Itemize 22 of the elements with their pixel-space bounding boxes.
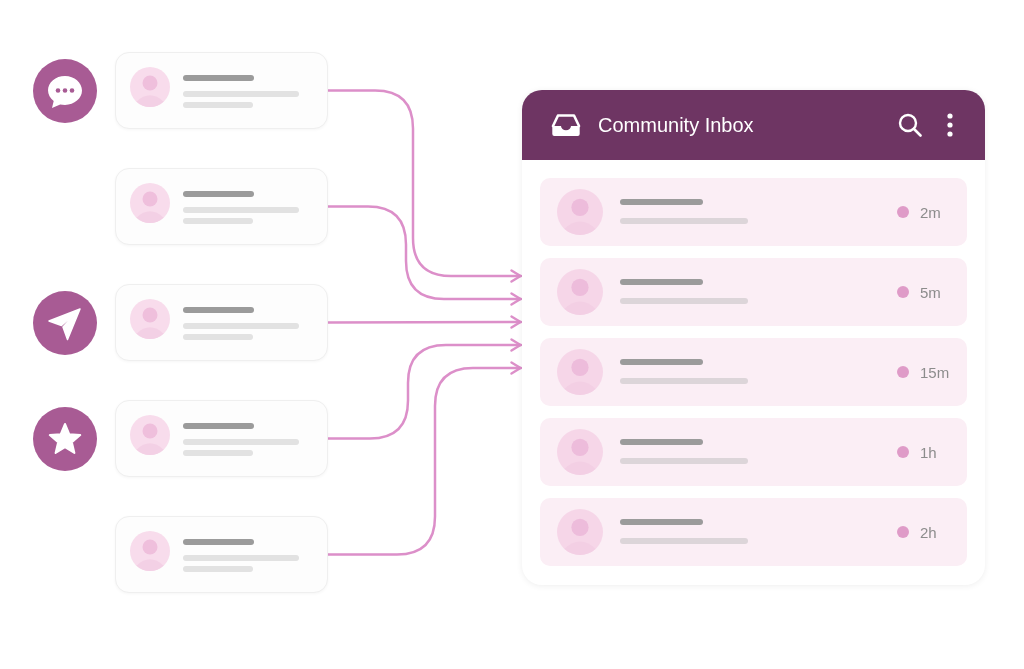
timestamp: 2h	[920, 523, 937, 541]
arrow	[326, 361, 523, 556]
arrow	[326, 205, 523, 306]
message-row	[540, 338, 967, 406]
arrow	[326, 338, 523, 440]
message-card	[115, 284, 328, 361]
message-row	[540, 418, 967, 486]
message-card	[115, 168, 328, 245]
message-card	[115, 400, 328, 477]
arrow	[326, 315, 523, 329]
message-row	[540, 258, 967, 326]
timestamp: 5m	[920, 283, 941, 301]
inbox-panel	[522, 90, 985, 585]
arrow	[326, 89, 523, 283]
timestamp: 2m	[920, 203, 941, 221]
message-card	[115, 516, 328, 593]
message-row	[540, 498, 967, 566]
message-row	[540, 178, 967, 246]
message-card	[115, 52, 328, 129]
timestamp: 1h	[920, 443, 937, 461]
panel-title: Community Inbox	[598, 113, 754, 137]
timestamp: 15m	[920, 363, 950, 381]
